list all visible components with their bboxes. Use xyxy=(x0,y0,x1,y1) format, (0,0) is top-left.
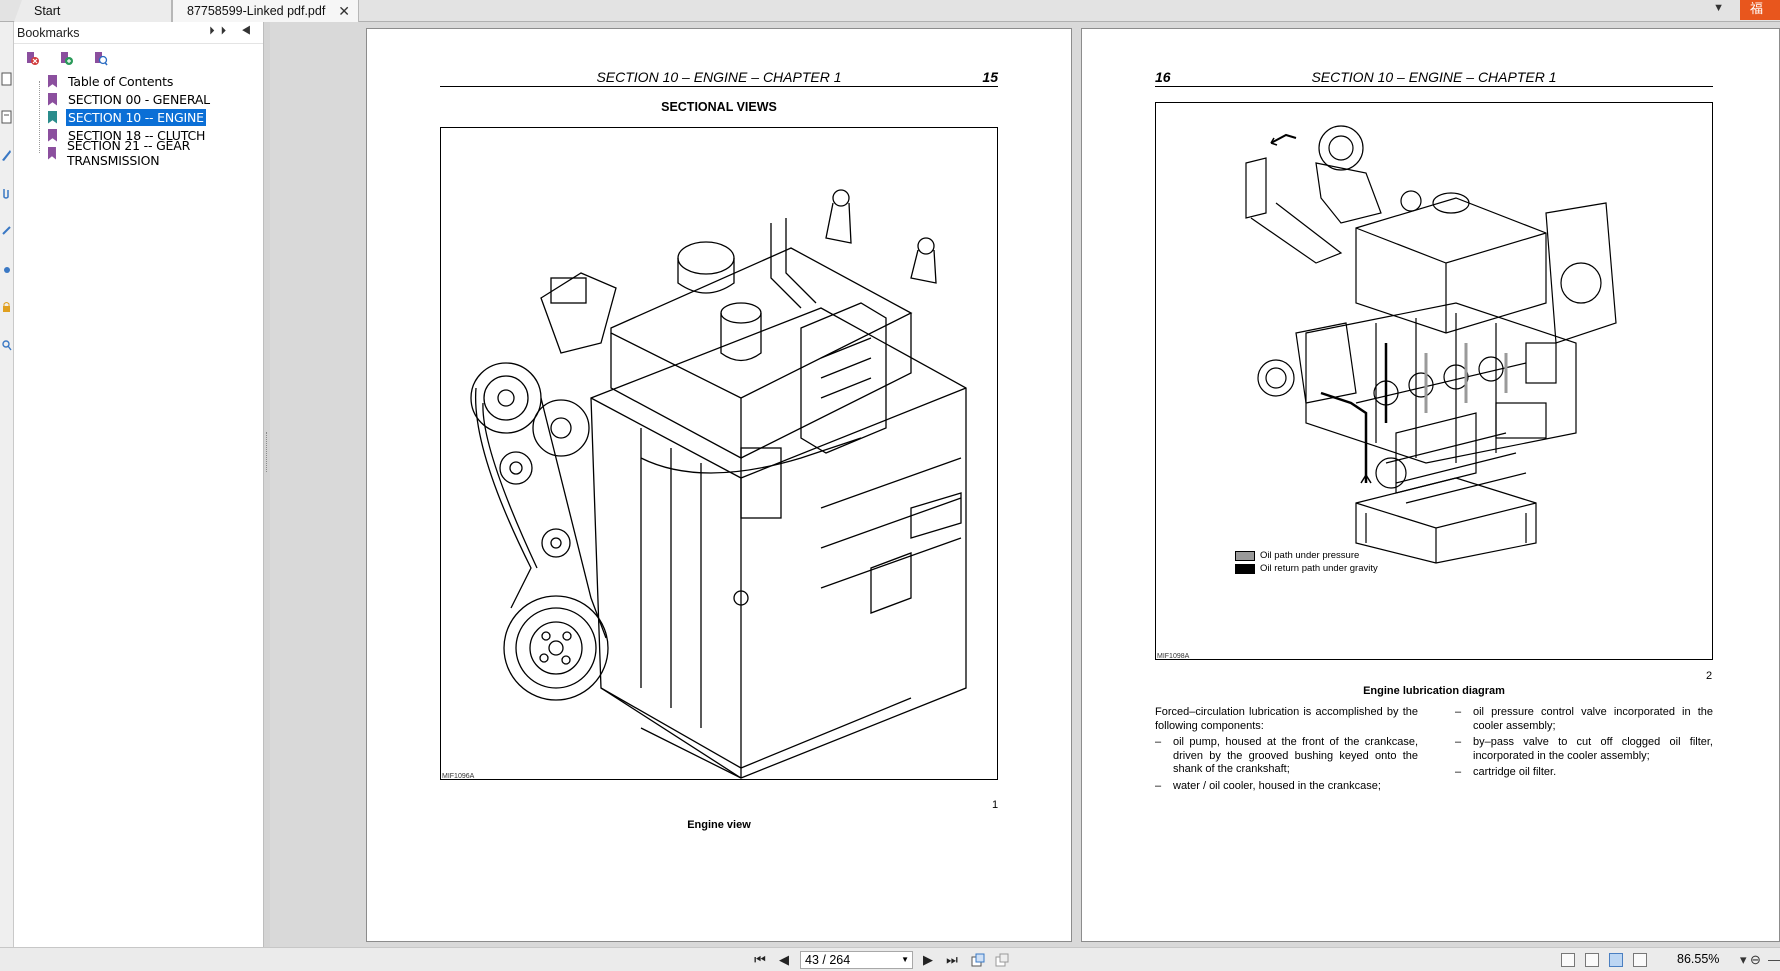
bookmark-icon xyxy=(48,146,56,160)
continuous-view-icon[interactable] xyxy=(1585,953,1599,967)
bookmark-icon xyxy=(48,92,57,106)
tab-start[interactable]: Start xyxy=(14,0,172,22)
figure-caption: Engine lubrication diagram xyxy=(1363,685,1505,697)
zoom-out-icon[interactable]: ⊖ xyxy=(1750,952,1761,967)
bullet-item: oil pump, housed at the front of the cra… xyxy=(1155,736,1418,777)
next-view-icon[interactable] xyxy=(994,952,1010,968)
bookmarks-panel: Bookmarks ⏵⏵ ◀ Table of Contents SECTION… xyxy=(14,22,264,947)
zoom-dropdown-icon[interactable]: ▾ xyxy=(1740,952,1747,967)
continuous-facing-view-icon[interactable] xyxy=(1633,953,1647,967)
status-bar: ⏮ ◀ 43 / 264 ▼ ▶ ⏭ 86.55% ▾ ⊖ — xyxy=(0,947,1780,971)
bookmarks-toolbar xyxy=(14,44,263,72)
panel-collapse-icon[interactable]: ⏵⏵ ◀ xyxy=(209,25,257,37)
splitter-grip[interactable] xyxy=(266,432,268,472)
text-column-2: oil pressure control valve incorporated … xyxy=(1455,706,1713,780)
bookmark-label: SECTION 00 - GENERAL xyxy=(68,91,210,107)
page-number: 15 xyxy=(982,69,998,85)
legend-label: Oil return path under gravity xyxy=(1260,563,1378,574)
page-header: SECTION 10 – ENGINE – CHAPTER 1 15 xyxy=(440,69,998,87)
bookmark-label: SECTION 21 -- GEAR TRANSMISSION xyxy=(66,138,191,168)
page-header: 16 SECTION 10 – ENGINE – CHAPTER 1 xyxy=(1155,69,1713,87)
tab-document[interactable]: 87758599-Linked pdf.pdf ✕ xyxy=(172,0,359,22)
lock-icon[interactable] xyxy=(1,300,12,314)
page-16: 16 SECTION 10 – ENGINE – CHAPTER 1 xyxy=(1081,28,1780,942)
bookmark-tree: Table of Contents SECTION 00 - GENERAL S… xyxy=(14,72,263,168)
bookmark-icon xyxy=(48,74,57,88)
figure-id: MIF1098A xyxy=(1157,653,1190,660)
legend-label: Oil path under pressure xyxy=(1260,550,1360,561)
single-page-view-icon[interactable] xyxy=(1561,953,1575,967)
legend-item-gravity: Oil return path under gravity xyxy=(1235,563,1378,574)
bullet-item: water / oil cooler, housed in the crankc… xyxy=(1155,780,1418,794)
tree-connector xyxy=(39,81,40,153)
facing-view-icon[interactable] xyxy=(1609,953,1623,967)
signature-icon[interactable] xyxy=(1,262,12,276)
bookmark-item-section-00[interactable]: SECTION 00 - GENERAL xyxy=(34,90,263,108)
expand-bookmark-icon[interactable] xyxy=(58,50,74,66)
close-icon[interactable]: ✕ xyxy=(338,3,350,19)
bullet-item: by–pass valve to cut off clogged oil fil… xyxy=(1455,736,1713,763)
bookmark-item-section-21[interactable]: SECTION 21 -- GEAR TRANSMISSION xyxy=(34,138,263,168)
bookmark-item-table-of-contents[interactable]: Table of Contents xyxy=(34,72,263,90)
document-view[interactable]: SECTION 10 – ENGINE – CHAPTER 1 15 SECTI… xyxy=(270,22,1780,947)
lubrication-figure xyxy=(1155,102,1713,660)
bookmark-item-section-18[interactable]: SECTION 18 -- CLUTCH xyxy=(34,126,263,144)
engine-view-figure xyxy=(440,127,998,780)
last-page-icon[interactable]: ⏭ xyxy=(946,952,958,967)
tab-list-dropdown-icon[interactable]: ▼ xyxy=(1713,2,1724,14)
next-page-icon[interactable]: ▶ xyxy=(923,952,933,967)
find-bookmark-icon[interactable] xyxy=(92,50,108,66)
tab-bar: Start 87758599-Linked pdf.pdf ✕ ▼ 福 xyxy=(0,0,1780,22)
engine-drawing xyxy=(470,189,967,779)
zoom-level[interactable]: 86.55% xyxy=(1677,952,1720,966)
bookmarks-header: Bookmarks ⏵⏵ ◀ xyxy=(14,22,263,44)
page-15: SECTION 10 – ENGINE – CHAPTER 1 15 SECTI… xyxy=(366,28,1072,942)
search-icon[interactable] xyxy=(1,338,12,352)
bookmark-icon xyxy=(48,110,57,124)
app-badge[interactable]: 福 xyxy=(1740,0,1780,20)
legend-swatch xyxy=(1235,550,1255,561)
page-number-input[interactable]: 43 / 264 ▼ xyxy=(800,951,913,969)
annotation-icon[interactable] xyxy=(1,148,12,162)
chevron-down-icon[interactable]: ▼ xyxy=(901,955,909,964)
page-header-title: SECTION 10 – ENGINE – CHAPTER 1 xyxy=(596,69,842,85)
intro-paragraph: Forced–circulation lubrication is accomp… xyxy=(1155,706,1418,732)
delete-bookmark-icon[interactable] xyxy=(24,50,40,66)
previous-view-icon[interactable] xyxy=(970,952,986,968)
lubrication-drawing xyxy=(1245,125,1617,564)
figure-caption: Engine view xyxy=(687,819,751,831)
bookmark-item-section-10[interactable]: SECTION 10 -- ENGINE xyxy=(34,108,263,126)
bullet-item: cartridge oil filter. xyxy=(1455,766,1713,780)
section-title: SECTIONAL VIEWS xyxy=(661,100,777,114)
text-column-1: Forced–circulation lubrication is accomp… xyxy=(1155,706,1418,793)
page-thumbnail-icon[interactable] xyxy=(1,72,12,86)
attachment-icon[interactable] xyxy=(1,186,12,200)
previous-page-icon[interactable]: ◀ xyxy=(779,952,789,967)
legend-item-pressure: Oil path under pressure xyxy=(1235,550,1359,561)
link-icon[interactable] xyxy=(1,224,12,238)
bookmark-label: Table of Contents xyxy=(68,73,174,89)
bullet-item: oil pressure control valve incorporated … xyxy=(1455,706,1713,733)
tab-start-label: Start xyxy=(34,4,61,18)
bookmarks-title: Bookmarks xyxy=(17,25,80,40)
bookmark-label: SECTION 18 -- CLUTCH xyxy=(68,127,206,143)
zoom-slider[interactable]: — xyxy=(1768,952,1780,967)
tab-document-label: 87758599-Linked pdf.pdf xyxy=(187,4,326,18)
layers-icon[interactable] xyxy=(1,110,12,124)
page-number: 16 xyxy=(1155,69,1171,85)
legend-swatch xyxy=(1235,563,1255,574)
first-page-icon[interactable]: ⏮ xyxy=(754,952,766,967)
bookmark-icon xyxy=(48,128,57,142)
page-header-title: SECTION 10 – ENGINE – CHAPTER 1 xyxy=(1311,69,1557,85)
bookmark-label: SECTION 10 -- ENGINE xyxy=(66,108,206,126)
page-indicator: 43 / 264 xyxy=(805,953,851,967)
panel-splitter[interactable] xyxy=(264,22,270,947)
figure-id: MIF1096A xyxy=(442,773,475,780)
figure-number: 2 xyxy=(1706,670,1713,682)
side-icon-strip xyxy=(0,22,14,947)
figure-number: 1 xyxy=(992,799,999,811)
